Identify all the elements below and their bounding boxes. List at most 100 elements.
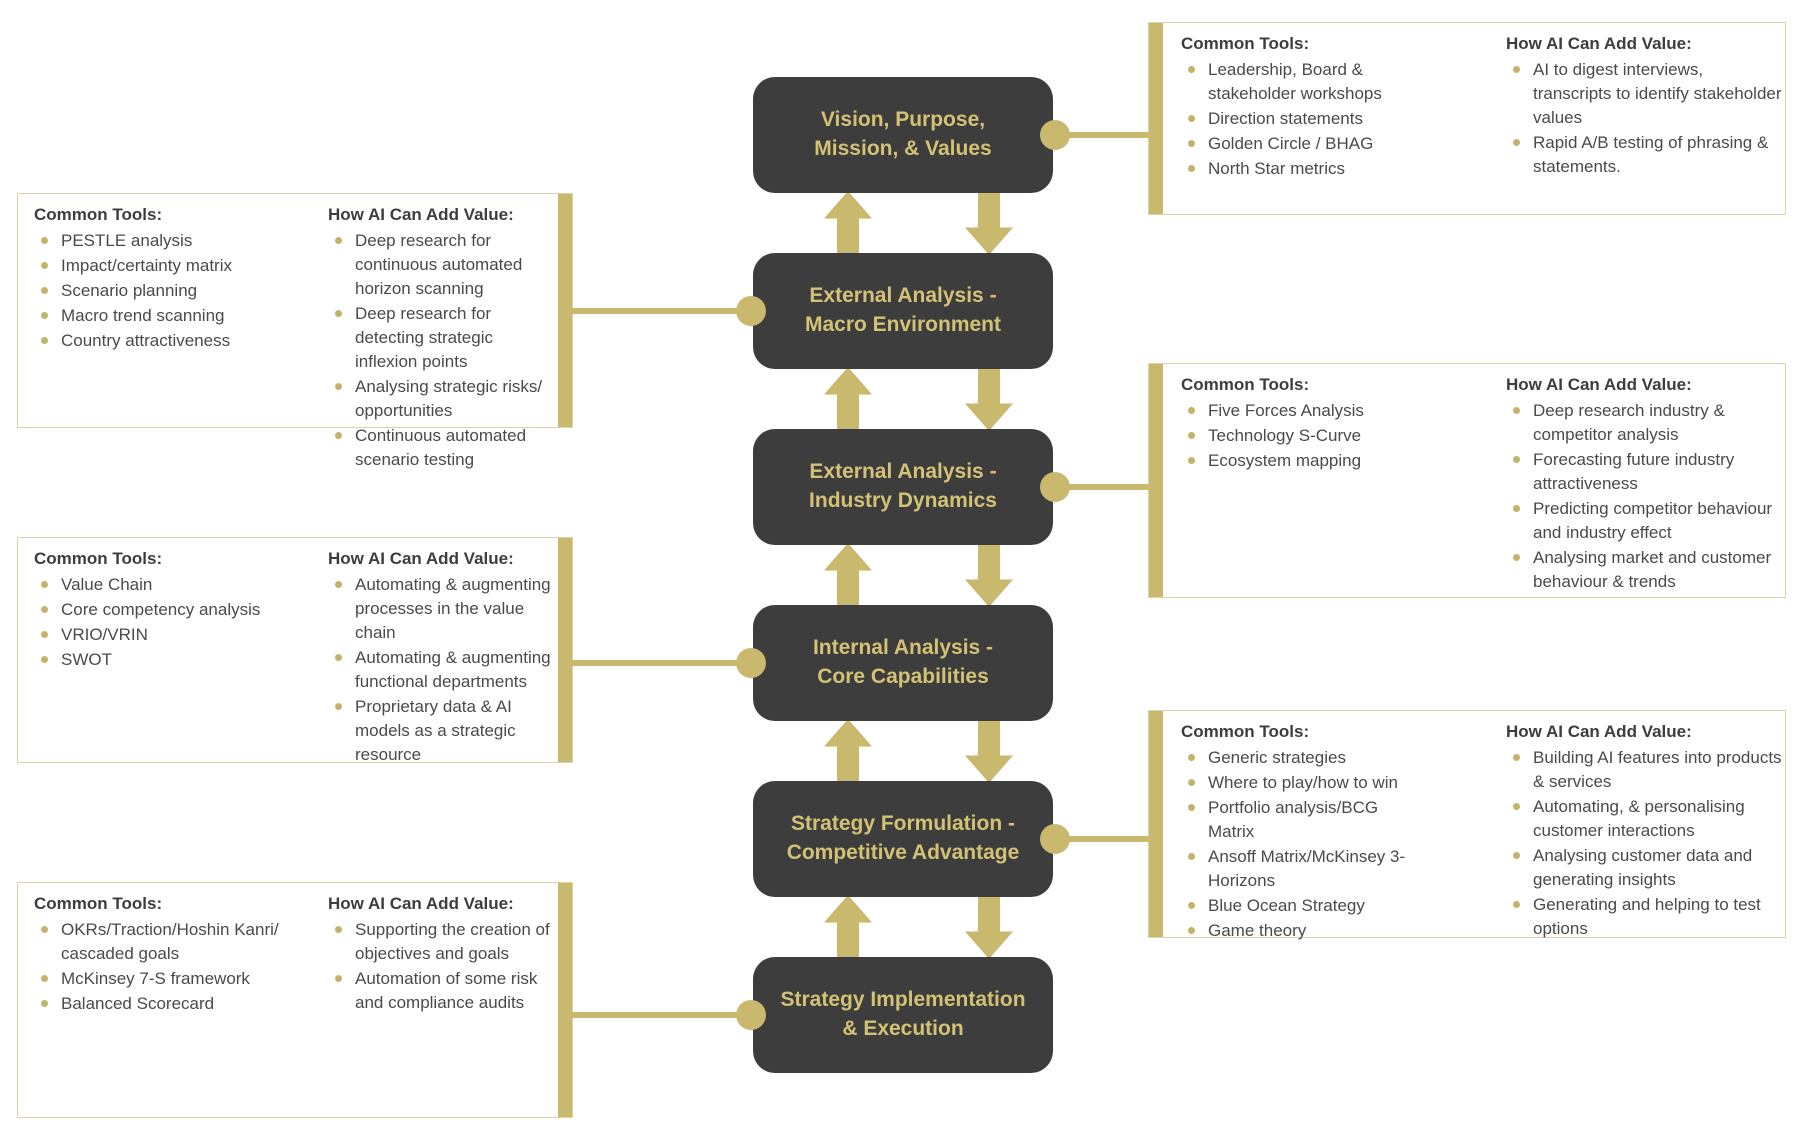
ai-value-column: How AI Can Add Value: Supporting the crea… [328,892,560,1016]
node-title: Internal Analysis - Core Capabilities [812,636,994,688]
connector-line [1056,132,1152,138]
node-title: Vision, Purpose, Mission, & Values [814,108,992,160]
bullet-item: Automating, & personalising customer int… [1506,795,1784,843]
ai-value-column: How AI Can Add Value:Deep research for c… [328,203,560,472]
node-internal-analysis-core-capabilities: Internal Analysis - Core Capabilities [753,605,1053,721]
common-tools-column: Common Tools:OKRs/Traction/Hoshin Kanri/… [34,892,314,1016]
column-header: How AI Can Add Value: [328,894,514,913]
bullet-item: Analysing customer data and generating i… [1506,844,1784,892]
bullet-item: Rapid A/B testing of phrasing & statemen… [1506,131,1784,179]
bullet-item: Continuous automated scenario testing [328,424,560,472]
bullet-item: Balanced Scorecard [34,992,314,1016]
panel-accent-bar [1149,364,1163,597]
column-header: How AI Can Add Value: [328,549,514,568]
node-vision-purpose-mission-values: Vision, Purpose, Mission, & Values [753,77,1053,193]
bullet-list: Leadership, Board & stakeholder workshop… [1181,58,1421,181]
panel-accent-bar [558,883,572,1117]
connector-line [1056,484,1152,490]
connector-line [566,660,756,666]
ai-value-column: How AI Can Add Value: Deep research indus… [1506,373,1784,594]
bullet-item: SWOT [34,648,314,672]
bullet-item: Ansoff Matrix/McKinsey 3-Horizons [1181,845,1421,893]
up-arrow-icon [824,191,872,255]
bullet-item: Value Chain [34,573,314,597]
column-header: Common Tools: [34,205,163,224]
bullet-item: Golden Circle / BHAG [1181,132,1421,156]
bullet-item: Game theory [1181,919,1421,943]
bullet-item: Macro trend scanning [34,304,314,328]
connector-line [566,308,756,314]
column-header: How AI Can Add Value: [1506,722,1692,741]
ai-value-column: How AI Can Add Value: AI to digest interv… [1506,32,1784,181]
panel-accent-bar [1149,23,1163,214]
bullet-list: Deep research industry & competitor anal… [1506,399,1784,594]
bullet-list: Automating & augmenting processes in the… [328,573,560,767]
node-strategy-implementation-execution: Strategy Implementation & Execution [753,957,1053,1073]
bullet-item: Automation of some risk and compliance a… [328,967,560,1015]
bullet-list: OKRs/Traction/Hoshin Kanri/ cascaded goa… [34,918,314,1016]
bullet-list: Building AI features into products & ser… [1506,746,1784,941]
connector-dot [736,648,766,678]
ai-value-column: How AI Can Add Value: Building AI feature… [1506,720,1784,943]
bullet-list: Deep research for continuous automated h… [328,229,560,472]
bullet-item: Forecasting future industry attractivene… [1506,448,1784,496]
panel-strategy-implementation: Common Tools:OKRs/Traction/Hoshin Kanri/… [17,882,573,1118]
bullet-list: Supporting the creation of objectives an… [328,918,560,1015]
node-title: Strategy Formulation - Competitive Advan… [786,812,1020,864]
bullet-item: McKinsey 7-S framework [34,967,314,991]
bullet-item: Analysing market and customer behaviour … [1506,546,1784,594]
bullet-item: AI to digest interviews, transcripts to … [1506,58,1784,130]
connector-dot [1040,472,1070,502]
bullet-item: Core competency analysis [34,598,314,622]
up-arrow-icon [824,543,872,607]
bullet-item: Ecosystem mapping [1181,449,1421,473]
bullet-item: Leadership, Board & stakeholder workshop… [1181,58,1421,106]
column-header: Common Tools: [1181,722,1310,741]
bullet-item: Building AI features into products & ser… [1506,746,1784,794]
connector-line [566,1012,756,1018]
bullet-item: Technology S-Curve [1181,424,1421,448]
bullet-item: Deep research for continuous automated h… [328,229,560,301]
column-header: How AI Can Add Value: [1506,34,1692,53]
down-arrow-icon [965,543,1013,607]
column-header: Common Tools: [1181,34,1310,53]
bullet-item: Predicting competitor behaviour and indu… [1506,497,1784,545]
bullet-item: Automating & augmenting processes in the… [328,573,560,645]
column-header: How AI Can Add Value: [1506,375,1692,394]
connector-dot [1040,120,1070,150]
bullet-item: Generating and helping to test options [1506,893,1784,941]
panel-columns: Common Tools: Leadership, Board & stakeho… [1149,32,1785,181]
bullet-item: Blue Ocean Strategy [1181,894,1421,918]
node-strategy-formulation-competitive-advantage: Strategy Formulation - Competitive Advan… [753,781,1053,897]
ai-value-column: How AI Can Add Value: Automating & augmen… [328,547,560,767]
bullet-item: Generic strategies [1181,746,1421,770]
connector-dot [736,296,766,326]
up-arrow-icon [824,719,872,783]
bullet-item: OKRs/Traction/Hoshin Kanri/ cascaded goa… [34,918,314,966]
panel-accent-bar [558,194,572,427]
bullet-item: Analysing strategic risks/ opportunities [328,375,560,423]
connector-dot [736,1000,766,1030]
down-arrow-icon [965,895,1013,959]
bullet-item: Automating & augmenting functional depar… [328,646,560,694]
connector-line [1056,836,1152,842]
down-arrow-icon [965,191,1013,255]
up-arrow-icon [824,367,872,431]
down-arrow-icon [965,367,1013,431]
bullet-item: Proprietary data & AI models as a strate… [328,695,560,767]
node-title: Strategy Implementation & Execution [780,988,1026,1040]
column-header: Common Tools: [34,549,163,568]
